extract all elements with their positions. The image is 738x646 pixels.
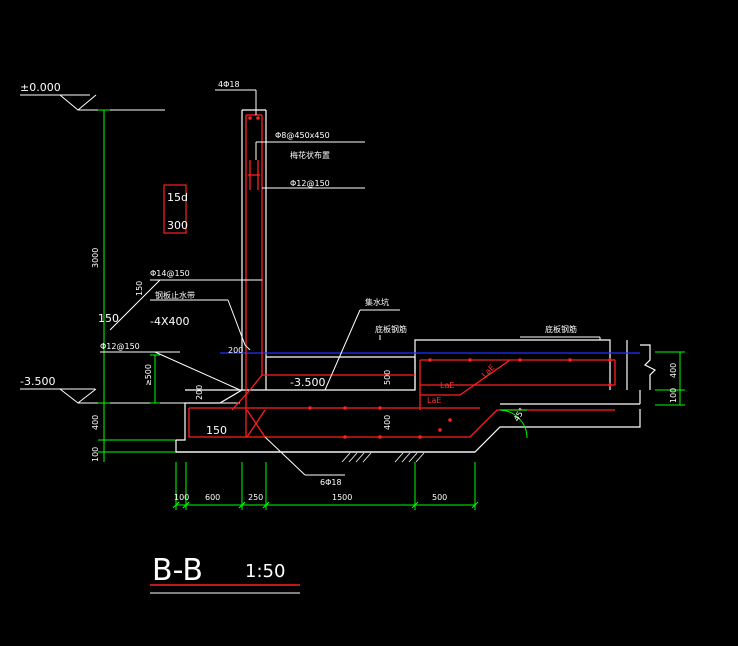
dim-500-min: ≥500 xyxy=(144,364,153,386)
leader-lines xyxy=(100,89,601,476)
bottom-dimension-chain xyxy=(172,462,479,510)
bar-tie-label: Φ8@450x450 xyxy=(275,131,330,140)
slab-rebar-label-2: 底板钢筋 xyxy=(545,324,577,334)
anchor-300: 300 xyxy=(167,219,188,232)
dim-150-a: 150 xyxy=(135,281,144,296)
bar-wall-vertical-label: Φ14@150 xyxy=(150,269,190,278)
dim-h-1500: 1500 xyxy=(332,493,352,502)
dim-400-right: 400 xyxy=(669,363,678,378)
rebar-layout xyxy=(188,114,616,439)
dim-h-600: 600 xyxy=(205,493,220,502)
dim-150-b: 150 xyxy=(98,312,119,325)
dim-200-a: 200 xyxy=(228,346,243,355)
dim-400-sump: 400 xyxy=(383,415,392,430)
dim-3000: 3000 xyxy=(91,248,100,268)
dim-150-c: 150 xyxy=(206,424,227,437)
dim-h-500: 500 xyxy=(432,493,447,502)
left-dimension-chain xyxy=(98,109,180,462)
section-title: B-B xyxy=(152,553,203,588)
dim-500-chain xyxy=(150,354,160,404)
right-dimension-chain xyxy=(655,351,685,406)
elevation-bottom-label: -3.500 xyxy=(20,375,55,388)
anchor-15d: 15d xyxy=(167,191,188,204)
elevation-top-label: ±0.000 xyxy=(20,81,61,94)
angle-label: 45° xyxy=(512,406,527,423)
concrete-outline xyxy=(175,109,657,463)
dim-400-left: 400 xyxy=(91,415,100,430)
elevation-top-marker xyxy=(20,94,165,111)
dim-500-sump: 500 xyxy=(383,370,392,385)
section-scale: 1:50 xyxy=(245,561,285,582)
bar-corner-label: Φ12@150 xyxy=(100,342,140,351)
elevation-water-label: -3.500 xyxy=(290,376,325,389)
bar-bottom-label: 6Φ18 xyxy=(320,478,342,487)
sump-label: 集水坑 xyxy=(365,297,389,307)
waterstop-size-label: -4X400 xyxy=(150,315,190,328)
dim-h-100: 100 xyxy=(174,493,189,502)
lae-label-3: LaE xyxy=(480,363,497,380)
bar-tie-note: 梅花状布置 xyxy=(290,150,330,160)
slab-rebar-label-1: 底板钢筋 xyxy=(375,324,407,334)
lae-label-1: LaE xyxy=(440,381,454,390)
lae-label-2: LaE xyxy=(427,396,441,405)
dim-200-b: 200 xyxy=(195,385,204,400)
bar-top-label: 4Φ18 xyxy=(218,80,240,89)
dim-h-250: 250 xyxy=(248,493,263,502)
elevation-bottom-marker xyxy=(20,388,240,404)
dim-100-right: 100 xyxy=(669,388,678,403)
bar-horizontal-label: Φ12@150 xyxy=(290,179,330,188)
waterstop-label: 钢板止水带 xyxy=(155,290,195,300)
anchorage-box xyxy=(163,184,187,234)
dim-100-left: 100 xyxy=(91,447,100,462)
